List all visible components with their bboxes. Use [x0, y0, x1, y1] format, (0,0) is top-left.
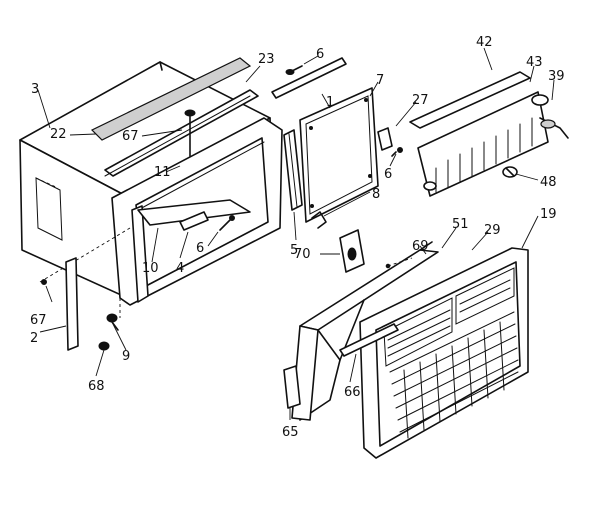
bottom-tray-part — [137, 199, 251, 226]
side-channel-part — [283, 365, 301, 409]
callout-labels: 3 22 67 11 23 6 7 27 42 43 39 48 6 8 5 1… — [30, 35, 565, 440]
screw-6-front — [219, 215, 235, 231]
callout-6-top: 6 — [316, 47, 324, 62]
callout-6-right: 6 — [384, 167, 392, 182]
louver-assembly-part — [409, 71, 569, 197]
front-grille-part — [359, 247, 529, 459]
callout-8: 8 — [372, 187, 380, 202]
callout-1: 1 — [326, 95, 334, 110]
callout-23: 23 — [258, 52, 275, 67]
callout-9: 9 — [122, 349, 130, 364]
callout-6-front: 6 — [196, 241, 204, 256]
screw-67-top — [184, 109, 196, 157]
callout-48: 48 — [540, 175, 557, 190]
top-rail-part — [104, 89, 259, 177]
insulation-strip-part — [90, 57, 252, 141]
callout-22: 22 — [50, 127, 67, 142]
callout-65: 65 — [282, 425, 299, 440]
callout-67-bottom: 67 — [30, 313, 47, 328]
screw-69 — [385, 257, 413, 269]
screw-6-right — [391, 147, 403, 157]
callout-29: 29 — [484, 223, 501, 238]
leader-lines — [37, 47, 555, 420]
callout-19: 19 — [540, 207, 557, 222]
callout-67-top: 67 — [122, 129, 139, 144]
callout-4: 4 — [176, 261, 184, 276]
callout-66: 66 — [344, 385, 361, 400]
callout-2: 2 — [30, 331, 38, 346]
callout-42: 42 — [476, 35, 493, 50]
callout-11: 11 — [154, 165, 171, 180]
screw-68 — [98, 341, 110, 351]
gasket-strip-part — [283, 129, 303, 211]
callout-27: 27 — [412, 93, 429, 108]
callout-39: 39 — [548, 69, 565, 84]
callout-7: 7 — [376, 73, 384, 88]
callout-10: 10 — [142, 261, 159, 276]
bracket-part — [179, 211, 209, 231]
bracket-27-part — [377, 127, 393, 151]
screw-67-bottom — [41, 279, 47, 285]
knob-48-part — [502, 166, 518, 178]
channel-part — [339, 323, 399, 357]
callout-51: 51 — [452, 217, 469, 232]
callout-69: 69 — [412, 239, 429, 254]
panel-part — [299, 87, 379, 223]
clip-part — [311, 211, 327, 229]
screw-6-top — [285, 65, 303, 75]
control-plate-part — [339, 229, 365, 273]
callout-43: 43 — [526, 55, 543, 70]
rail-part — [271, 57, 347, 99]
side-bracket-part — [65, 257, 79, 351]
callout-5: 5 — [290, 243, 298, 258]
callout-70: 70 — [294, 247, 311, 262]
callout-3: 3 — [31, 82, 39, 97]
callout-68: 68 — [88, 379, 105, 394]
